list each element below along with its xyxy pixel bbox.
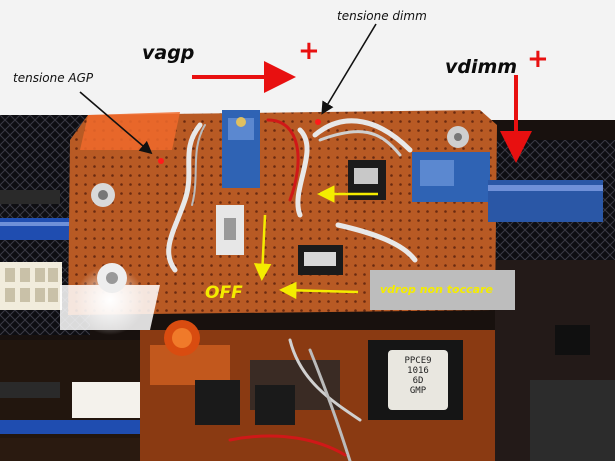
bios-chip — [388, 350, 448, 410]
label-vdimm: vdimm — [445, 56, 518, 78]
plus-vagp: + — [298, 36, 320, 66]
agp-point-dot — [158, 158, 164, 164]
label-off: OFF — [205, 283, 243, 303]
mosfet — [195, 380, 240, 425]
white-background — [0, 0, 615, 130]
chip-label: PPCE9 1016 6D GMP — [388, 356, 448, 396]
chip-line-3: 6D — [412, 376, 424, 386]
agp-pointer-icon — [79, 91, 153, 155]
white-slot — [72, 382, 142, 418]
glare — [75, 265, 145, 335]
blue-slot-bottom — [0, 420, 140, 434]
chip-line-2: 1016 — [407, 366, 429, 376]
yellow-arrow-down-icon — [253, 214, 272, 281]
chip-line-1: PPCE9 — [404, 356, 432, 366]
label-tensione-agp: tensione AGP — [13, 71, 94, 85]
wires — [166, 118, 418, 461]
yellow-arrow-lower-icon — [279, 281, 359, 300]
label-vagp: vagp — [142, 42, 195, 64]
chip-line-4: GMP — [409, 386, 427, 396]
plus-vdimm: + — [527, 44, 549, 74]
vdrop-block — [370, 270, 515, 310]
perfboard — [68, 110, 497, 315]
label-vdrop: vdrop non toccare — [380, 283, 493, 296]
dimm-pointer-icon — [321, 23, 377, 115]
label-tensione-dimm: tensione dimm — [337, 9, 427, 23]
dimm-point-dot — [315, 119, 321, 125]
